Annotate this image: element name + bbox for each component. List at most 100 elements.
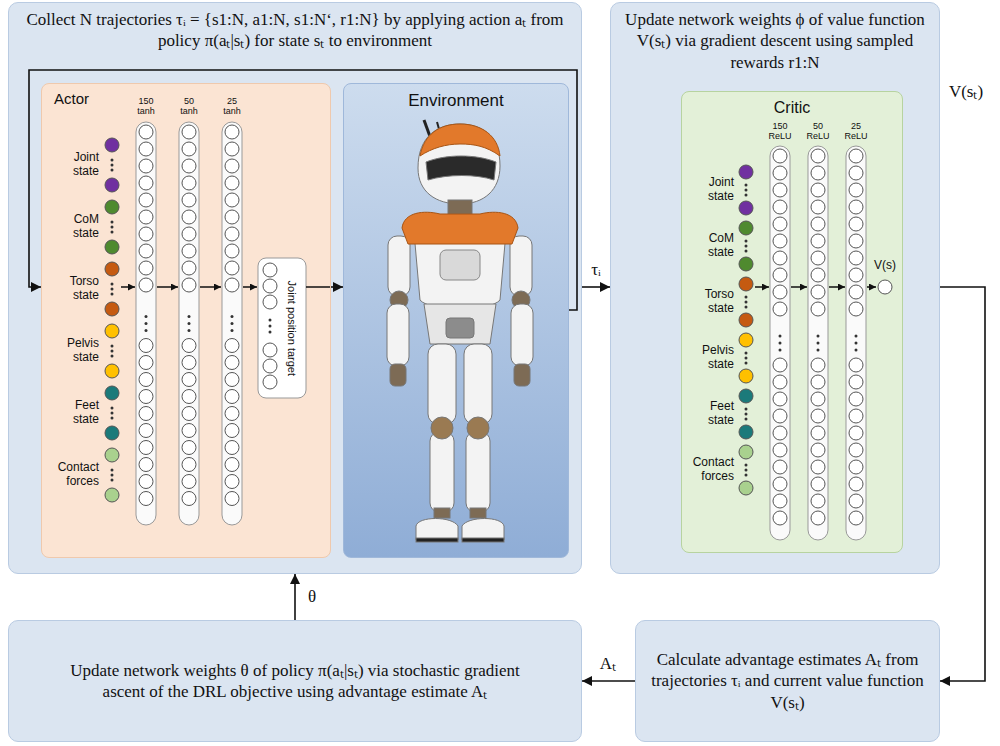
neuron	[739, 221, 753, 235]
input-label: Joint state	[686, 176, 734, 204]
neuron	[773, 477, 787, 491]
neuron	[105, 386, 119, 400]
panel-heading: Update network weights ϕ of value functi…	[621, 9, 929, 73]
neuron	[849, 426, 863, 440]
ellipsis-dot	[269, 331, 272, 334]
output-label: Joint position target	[286, 258, 299, 398]
neuron	[811, 426, 825, 440]
neuron	[182, 244, 196, 258]
neuron	[739, 257, 753, 271]
neuron	[773, 302, 787, 316]
ellipsis-dot	[111, 345, 114, 348]
neuron	[849, 511, 863, 525]
neuron	[773, 494, 787, 508]
neuron	[105, 178, 119, 192]
edge-label: V(sₜ)	[947, 82, 985, 102]
ellipsis-dot	[111, 412, 114, 415]
ellipsis-dot	[111, 355, 114, 358]
input-label: Contact forces	[686, 456, 734, 484]
neuron	[773, 375, 787, 389]
neuron	[811, 149, 825, 163]
neuron	[849, 460, 863, 474]
neuron	[139, 227, 153, 241]
neuron	[139, 142, 153, 156]
ellipsis-dot	[745, 413, 748, 416]
neuron	[811, 443, 825, 457]
layer-arrow	[157, 286, 178, 288]
box-title: Critic	[690, 98, 894, 118]
layer-column	[808, 146, 828, 540]
neuron	[182, 159, 196, 173]
edge-label: θ	[306, 587, 318, 607]
ellipsis-dot	[745, 306, 748, 309]
neuron	[811, 166, 825, 180]
neuron	[105, 262, 119, 276]
ellipsis-dot	[745, 357, 748, 360]
neuron	[849, 477, 863, 491]
neuron	[739, 313, 753, 327]
neuron	[849, 409, 863, 423]
layer-size: 25 tanh	[218, 96, 246, 117]
ellipsis-dot	[188, 322, 191, 325]
neuron	[225, 142, 239, 156]
neuron	[849, 149, 863, 163]
neuron	[811, 392, 825, 406]
flow-arrow	[582, 680, 635, 682]
ellipsis-dot	[111, 231, 114, 234]
layer-size: 50 ReLU	[803, 121, 833, 142]
neuron	[225, 356, 239, 370]
neuron	[225, 193, 239, 207]
neuron	[105, 488, 119, 502]
neuron	[139, 373, 153, 387]
neuron	[225, 159, 239, 173]
neuron	[139, 125, 153, 139]
neuron	[849, 200, 863, 214]
neuron	[849, 375, 863, 389]
neuron	[225, 424, 239, 438]
neuron	[849, 392, 863, 406]
neuron	[263, 343, 277, 357]
flow-arrow	[582, 286, 610, 288]
ellipsis-dot	[855, 335, 858, 338]
ellipsis-dot	[145, 329, 148, 332]
neuron	[263, 375, 277, 389]
neuron	[773, 511, 787, 525]
neuron	[225, 492, 239, 506]
neuron	[182, 492, 196, 506]
neuron	[225, 390, 239, 404]
neuron	[105, 240, 119, 254]
ellipsis-dot	[745, 352, 748, 355]
neuron	[139, 210, 153, 224]
neuron	[739, 445, 753, 459]
neuron	[225, 125, 239, 139]
ellipsis-dot	[111, 293, 114, 296]
neuron	[849, 251, 863, 265]
neuron	[811, 268, 825, 282]
layer-arrow	[791, 286, 807, 288]
neuron	[182, 373, 196, 387]
neuron	[739, 201, 753, 215]
neuron	[225, 261, 239, 275]
neuron	[811, 251, 825, 265]
flow-arrow	[331, 286, 343, 288]
neuron	[182, 142, 196, 156]
neuron	[739, 369, 753, 383]
neuron	[849, 268, 863, 282]
ellipsis-dot	[269, 319, 272, 322]
edge-label: τᵢ	[589, 260, 603, 280]
ellipsis-dot	[111, 469, 114, 472]
ellipsis-dot	[231, 315, 234, 318]
neuron	[811, 234, 825, 248]
neuron	[105, 324, 119, 338]
neuron	[139, 339, 153, 353]
input-label: Feet state	[49, 399, 99, 427]
neuron	[773, 200, 787, 214]
neuron	[182, 339, 196, 353]
neuron	[182, 125, 196, 139]
layer-size: 25 ReLU	[841, 121, 871, 142]
step-panel: Update network weights θ of policy π(aₜ|…	[8, 620, 582, 742]
neuron	[811, 302, 825, 316]
neuron	[773, 409, 787, 423]
neuron	[811, 375, 825, 389]
ellipsis-dot	[817, 342, 820, 345]
